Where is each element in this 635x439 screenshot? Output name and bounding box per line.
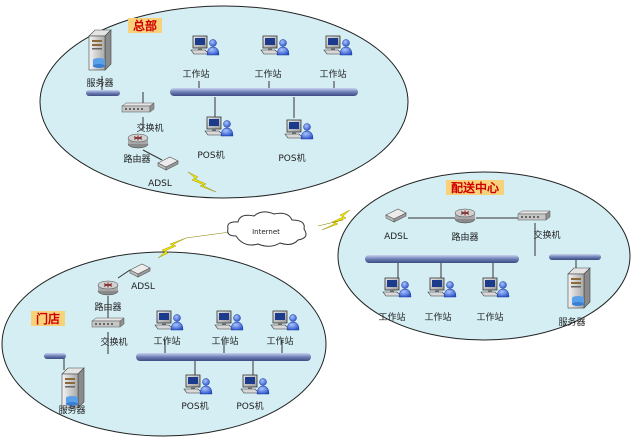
distribution-workstation-2-label: 工作站 — [424, 311, 451, 323]
site-store: 门店 ADSL 路由器 交换机 服务器 工作站 工作站 工作站 POS机 — [1, 251, 327, 437]
store-workstation-3-label: 工作站 — [266, 335, 293, 347]
distribution-bus-main — [365, 255, 519, 263]
site-hq-area — [39, 5, 409, 199]
distribution-router-label: 路由器 — [451, 231, 478, 243]
distribution-switch-label: 交换机 — [533, 229, 560, 241]
distribution-server-icon — [567, 267, 591, 309]
distribution-switch-icon — [517, 210, 551, 221]
hq-workstation-2-label: 工作站 — [254, 68, 281, 80]
hq-server-label: 服务器 — [86, 77, 113, 89]
cloud-shape — [227, 211, 307, 247]
store-router-icon — [97, 280, 119, 296]
site-hq: 总部 服务器 交换机 路由器 ADSL 工作站 工作站 工作站 P — [39, 5, 409, 199]
site-store-label: 门店 — [36, 311, 60, 326]
site-distribution-label-bg — [446, 180, 504, 195]
distribution-server-label: 服务器 — [558, 316, 585, 328]
hq-switch-icon — [121, 102, 155, 113]
store-router-label: 路由器 — [94, 301, 121, 313]
internet-links — [157, 171, 351, 259]
store-server-label: 服务器 — [58, 404, 85, 416]
hq-router-icon — [127, 133, 149, 149]
store-switch-label: 交换机 — [100, 336, 127, 348]
store-workstation-1-label: 工作站 — [153, 335, 180, 347]
store-adsl-label: ADSL — [131, 282, 155, 292]
site-distribution-label: 配送中心 — [451, 180, 499, 195]
store-workstation-2-label: 工作站 — [211, 335, 238, 347]
site-store-label-bg — [31, 311, 65, 326]
hq-router-label: 路由器 — [123, 153, 150, 165]
site-distribution: 配送中心 ADSL 路由器 交换机 服务器 工作站 工作站 工作站 — [337, 171, 631, 341]
hq-pos-1-label: POS机 — [197, 149, 224, 161]
hq-adsl-label: ADSL — [148, 179, 172, 189]
store-pos-1-label: POS机 — [181, 400, 208, 412]
distribution-workstation-1-label: 工作站 — [378, 311, 405, 323]
internet-cloud: Internet — [227, 211, 307, 247]
store-links — [63, 269, 283, 375]
distribution-workstation-3-label: 工作站 — [476, 311, 503, 323]
store-bus-main — [136, 353, 311, 361]
store-switch-icon — [91, 317, 125, 328]
hq-switch-label: 交换机 — [136, 122, 163, 134]
hq-bus-short — [86, 90, 120, 96]
hq-workstation-1-label: 工作站 — [182, 68, 209, 80]
hq-workstation-3-label: 工作站 — [319, 68, 346, 80]
internet-label: Internet — [252, 228, 280, 236]
store-pos-2-label: POS机 — [236, 400, 263, 412]
hq-bus-main — [170, 88, 358, 96]
hq-links — [101, 76, 335, 161]
distribution-adsl-label: ADSL — [384, 232, 408, 242]
store-server-icon — [61, 367, 85, 409]
hq-pos-2-label: POS机 — [278, 152, 305, 164]
site-hq-label-bg — [128, 18, 162, 33]
hq-server-icon — [88, 29, 112, 71]
distribution-bus-short — [549, 254, 601, 260]
site-hq-label: 总部 — [133, 18, 157, 33]
distribution-router-icon — [454, 208, 476, 224]
store-bus-short — [44, 353, 66, 359]
bolt-distribution-internet — [321, 209, 351, 231]
